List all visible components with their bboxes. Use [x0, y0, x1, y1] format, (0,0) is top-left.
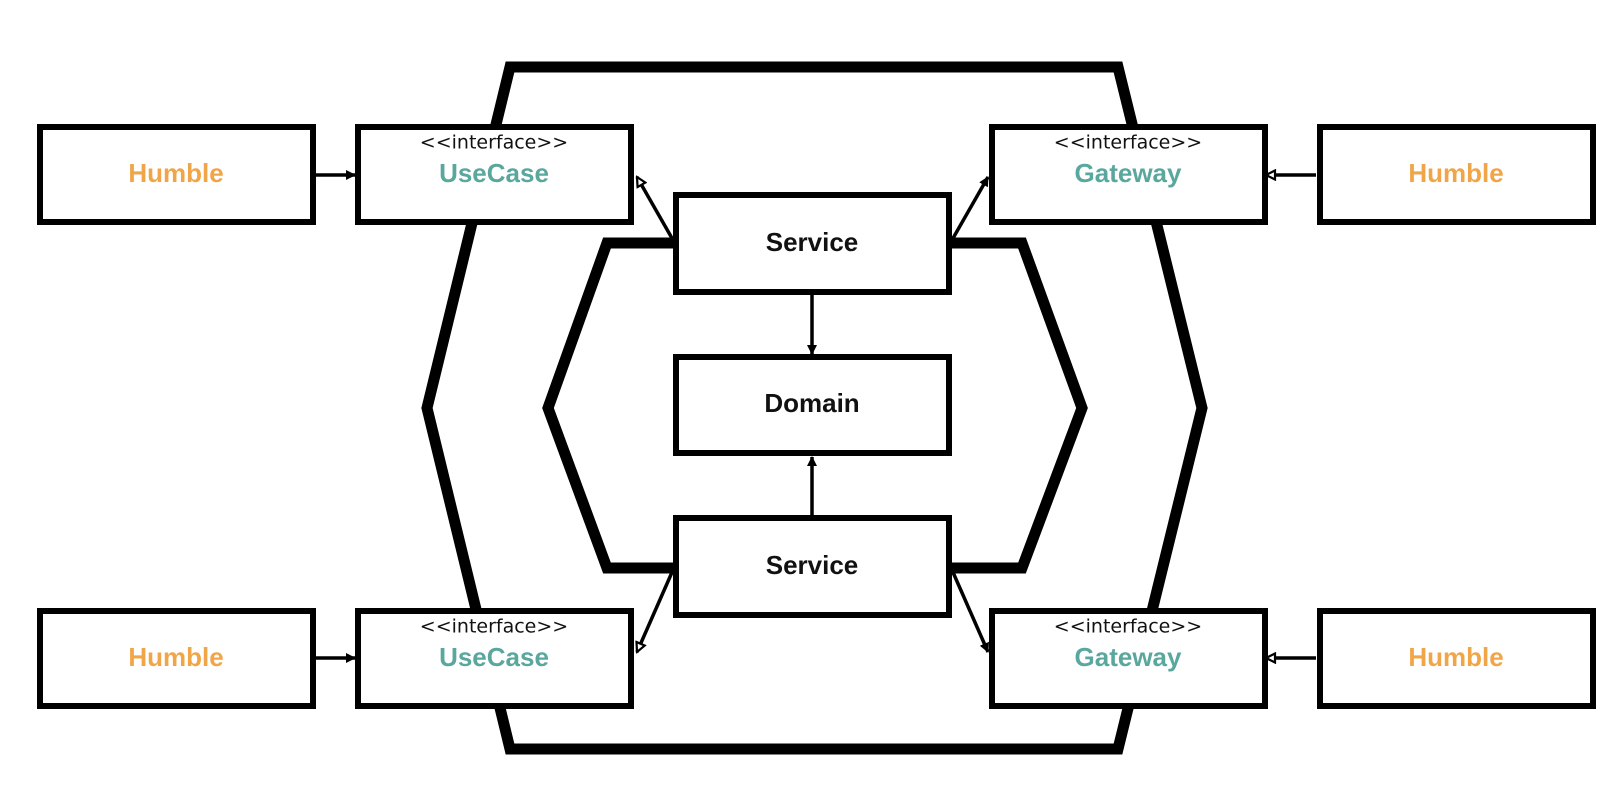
- inner-hexagon: [542, 237, 1088, 574]
- humble-box-left-top: Humble: [37, 124, 316, 225]
- domain-label: Domain: [764, 388, 859, 418]
- humble-box-right-bottom: Humble: [1317, 608, 1596, 709]
- service-label: Service: [766, 550, 859, 580]
- humble-label: Humble: [128, 642, 223, 672]
- humble-box-left-bottom: Humble: [37, 608, 316, 709]
- humble-label: Humble: [1408, 642, 1503, 672]
- interface-stereotype: <<interface>>: [1054, 132, 1202, 154]
- usecase-label: UseCase: [439, 158, 549, 188]
- arrow-service-bottom-to-gateway-bottom: [950, 569, 990, 653]
- service-box-bottom: Service: [673, 515, 952, 618]
- gateway-label: Gateway: [1075, 642, 1182, 672]
- outer-hexagon: [421, 61, 1208, 755]
- interface-stereotype: <<interface>>: [1054, 616, 1202, 638]
- service-box-top: Service: [673, 192, 952, 295]
- usecase-label: UseCase: [439, 642, 549, 672]
- arrow-service-top-to-usecase-top: [635, 177, 675, 241]
- humble-box-right-top: Humble: [1317, 124, 1596, 225]
- humble-label: Humble: [128, 158, 223, 188]
- usecase-box-top: <<interface>> UseCase: [355, 124, 634, 225]
- arrow-service-bottom-to-usecase-bottom: [637, 569, 675, 652]
- gateway-box-bottom: <<interface>> Gateway: [989, 608, 1268, 709]
- service-label: Service: [766, 227, 859, 257]
- interface-stereotype: <<interface>>: [420, 132, 568, 154]
- usecase-box-bottom: <<interface>> UseCase: [355, 608, 634, 709]
- gateway-label: Gateway: [1075, 158, 1182, 188]
- interface-stereotype: <<interface>>: [420, 616, 568, 638]
- humble-label: Humble: [1408, 158, 1503, 188]
- domain-box: Domain: [673, 354, 952, 456]
- gateway-box-top: <<interface>> Gateway: [989, 124, 1268, 225]
- arrow-service-top-to-gateway-top: [950, 176, 990, 241]
